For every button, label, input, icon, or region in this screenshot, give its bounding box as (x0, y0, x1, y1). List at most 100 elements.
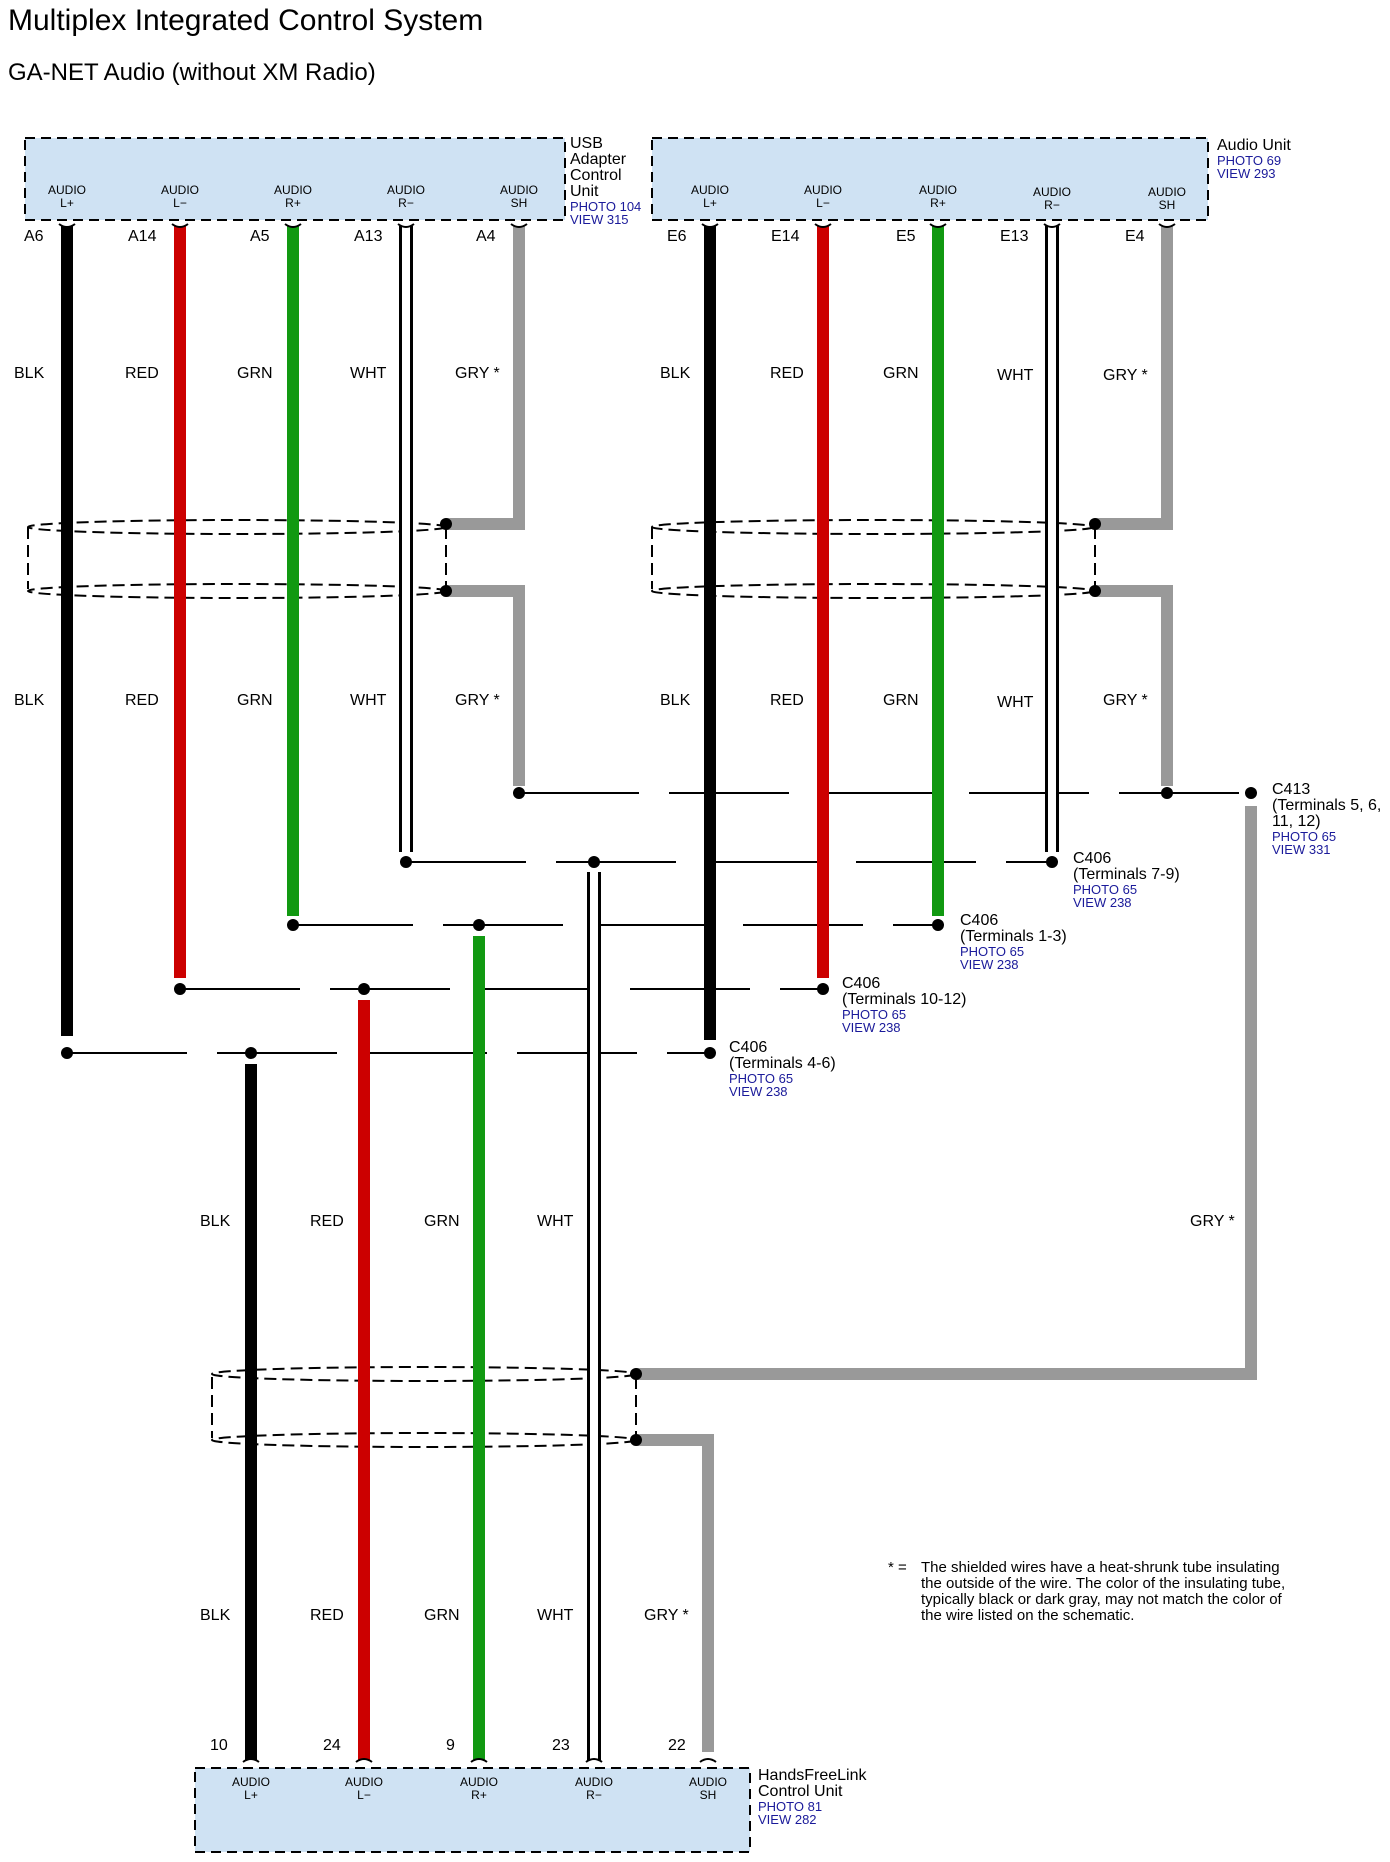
usb-upper-blk-label: BLK (14, 365, 45, 382)
usb-view-ref: VIEW 315 (570, 212, 629, 227)
dot-c406-red (817, 983, 829, 995)
hfl-upper-red-label: RED (310, 1213, 344, 1230)
audio-upper-blk-label: BLK (660, 365, 691, 382)
dot-usb-shield-top (440, 518, 452, 530)
dot-audio-shield-bottom (1089, 585, 1101, 597)
usb-pin-5-bottom: SH (511, 196, 528, 210)
hfl-lower-wht-label: WHT (537, 1607, 574, 1624)
usb-name-line-3: Control (570, 167, 622, 184)
c406-grn-photo: PHOTO 65 (960, 944, 1024, 959)
terminal-22: 22 (668, 1737, 686, 1754)
audio-pin-3-top: AUDIO (919, 183, 957, 197)
c413-terminals-1: (Terminals 5, 6, (1272, 797, 1381, 814)
hfl-sh-wire-upper (636, 806, 1257, 1380)
c406-wht-callout: C406 (Terminals 7-9) PHOTO 65 VIEW 238 (1073, 850, 1180, 910)
usb-pin-4-bottom: R− (398, 196, 414, 210)
hfl-upper-wht-label: WHT (537, 1213, 574, 1230)
hfl-name-line-1: HandsFreeLink (758, 1767, 868, 1784)
shield-footnote: * = The shielded wires have a heat-shrun… (888, 1559, 1285, 1624)
c413-name: C413 (1272, 781, 1310, 798)
hfl-pin-3-bottom: R+ (471, 1788, 487, 1802)
hfl-lower-grn-label: GRN (424, 1607, 460, 1624)
usb-pin-4-top: AUDIO (387, 183, 425, 197)
cap-hfl-red (355, 1758, 373, 1763)
dot-hfl-grn (473, 919, 485, 931)
audio-lower-wht-label: WHT (997, 694, 1034, 711)
c413-view: VIEW 331 (1272, 842, 1331, 857)
audio-photo-ref: PHOTO 69 (1217, 153, 1281, 168)
c406-red-callout: C406 (Terminals 10-12) PHOTO 65 VIEW 238 (842, 975, 966, 1035)
c406-red-terminals: (Terminals 10-12) (842, 991, 966, 1008)
audio-upper-gry-label: GRY * (1103, 367, 1148, 384)
cap-audio-grn (929, 223, 947, 228)
c406-wht-view: VIEW 238 (1073, 895, 1132, 910)
hfl-upper-grn-label: GRN (424, 1213, 460, 1230)
hfl-pin-5-top: AUDIO (689, 1775, 727, 1789)
audio-pin-1-bottom: L+ (703, 196, 717, 210)
dot-usb-sh-bus (513, 787, 525, 799)
c406-blk-callout: C406 (Terminals 4-6) PHOTO 65 VIEW 238 (729, 1039, 836, 1099)
usb-name-line-1: USB (570, 135, 603, 152)
handsfreelink-label: HandsFreeLink Control Unit PHOTO 81 VIEW… (758, 1767, 868, 1827)
usb-adapter-label: USB Adapter Control Unit PHOTO 104 VIEW … (570, 135, 641, 227)
terminal-a14: A14 (128, 228, 157, 245)
usb-upper-gry-label: GRY * (455, 365, 500, 382)
cap-audio-blk (701, 223, 719, 228)
right-gry-label: GRY * (1190, 1213, 1235, 1230)
hfl-shield-top-ring (211, 1366, 637, 1382)
page-title: Multiplex Integrated Control System (8, 4, 483, 37)
terminal-24: 24 (323, 1737, 341, 1754)
terminal-e6: E6 (667, 228, 687, 245)
hfl-shield-sides (211, 1377, 637, 1438)
audio-upper-red-label: RED (770, 365, 804, 382)
terminal-labels: A6 A14 A5 A13 A4 E6 E14 E5 E13 E4 10 24 … (24, 228, 1145, 1754)
cap-audio-red (814, 223, 832, 228)
cap-hfl-sh (699, 1758, 717, 1763)
usb-pin-5-top: AUDIO (500, 183, 538, 197)
hfl-lower-gry-label: GRY * (644, 1607, 689, 1624)
c406-grn-view: VIEW 238 (960, 957, 1019, 972)
audio-pin-5-bottom: SH (1159, 198, 1176, 212)
dot-usb-blk (61, 1047, 73, 1059)
dot-c406-wht (1046, 856, 1058, 868)
c406-blk-name: C406 (729, 1039, 767, 1056)
hfl-pin-labels: AUDIO L+ AUDIO L− AUDIO R+ AUDIO R− AUDI… (232, 1775, 727, 1802)
dot-usb-shield-bottom (440, 585, 452, 597)
usb-upper-grn-label: GRN (237, 365, 273, 382)
hfl-shield-bottom-ring (211, 1432, 637, 1448)
audio-view-ref: VIEW 293 (1217, 166, 1276, 181)
terminal-a4: A4 (476, 228, 496, 245)
c406-red-name: C406 (842, 975, 880, 992)
page-subtitle: GA-NET Audio (without XM Radio) (8, 59, 376, 86)
usb-upper-red-label: RED (125, 365, 159, 382)
audio-lower-red-label: RED (770, 692, 804, 709)
audio-name-line-1: Audio Unit (1217, 137, 1291, 154)
terminal-a6: A6 (24, 228, 44, 245)
usb-lower-red-label: RED (125, 692, 159, 709)
audio-pin-4-top: AUDIO (1033, 185, 1071, 199)
terminal-e5: E5 (896, 228, 916, 245)
audio-unit-label: Audio Unit PHOTO 69 VIEW 293 (1217, 137, 1291, 181)
dot-hfl-shield-top (630, 1368, 642, 1380)
dot-usb-grn (287, 919, 299, 931)
terminal-23: 23 (552, 1737, 570, 1754)
footnote-marker: * = (888, 1559, 907, 1576)
hfl-pin-3-top: AUDIO (460, 1775, 498, 1789)
terminal-e13: E13 (1000, 228, 1029, 245)
usb-pin-2-top: AUDIO (161, 183, 199, 197)
audio-pin-labels: AUDIO L+ AUDIO L− AUDIO R+ AUDIO R− AUDI… (691, 183, 1186, 212)
usb-pin-1-bottom: L+ (60, 196, 74, 210)
gray-shield-wires (446, 226, 1257, 1752)
c406-wht-terminals: (Terminals 7-9) (1073, 866, 1180, 883)
usb-sh-wire-upper (446, 226, 525, 530)
usb-upper-wht-label: WHT (350, 365, 387, 382)
hfl-pin-5-bottom: SH (700, 1788, 717, 1802)
terminal-a5: A5 (250, 228, 270, 245)
dot-hfl-blk (245, 1047, 257, 1059)
footnote-line-1: The shielded wires have a heat-shrunk tu… (921, 1559, 1280, 1576)
wire-color-labels: BLK RED GRN WHT GRY * BLK RED GRN WHT GR… (14, 365, 1235, 1624)
c406-grn-callout: C406 (Terminals 1-3) PHOTO 65 VIEW 238 (960, 912, 1067, 972)
c406-grn-terminals: (Terminals 1-3) (960, 928, 1067, 945)
terminal-e14: E14 (771, 228, 800, 245)
cap-hfl-wht (585, 1758, 603, 1763)
